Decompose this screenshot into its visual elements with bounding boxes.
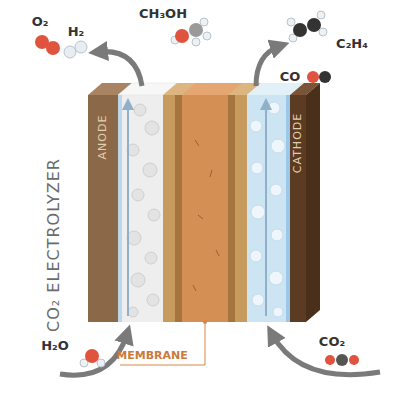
molecule-label: CO [280, 70, 301, 84]
anode-plate: ANODE [88, 95, 118, 322]
plate-label: CATHODE [292, 113, 304, 173]
plate-label: ANODE [97, 115, 109, 160]
molecule-label: H₂O [41, 339, 69, 353]
molecule-label: CH₃OH [139, 7, 187, 21]
molecule-label: C₂H₄ [336, 37, 368, 51]
molecule-label: H₂ [68, 25, 85, 39]
membrane-label: MEMBRANE [116, 350, 188, 362]
cathode-plate: CATHODE [290, 95, 306, 322]
molecule-label: O₂ [32, 15, 49, 29]
molecule-label: CO₂ [319, 335, 345, 349]
diagram-title: CO₂ ELECTROLYZER [45, 158, 63, 332]
